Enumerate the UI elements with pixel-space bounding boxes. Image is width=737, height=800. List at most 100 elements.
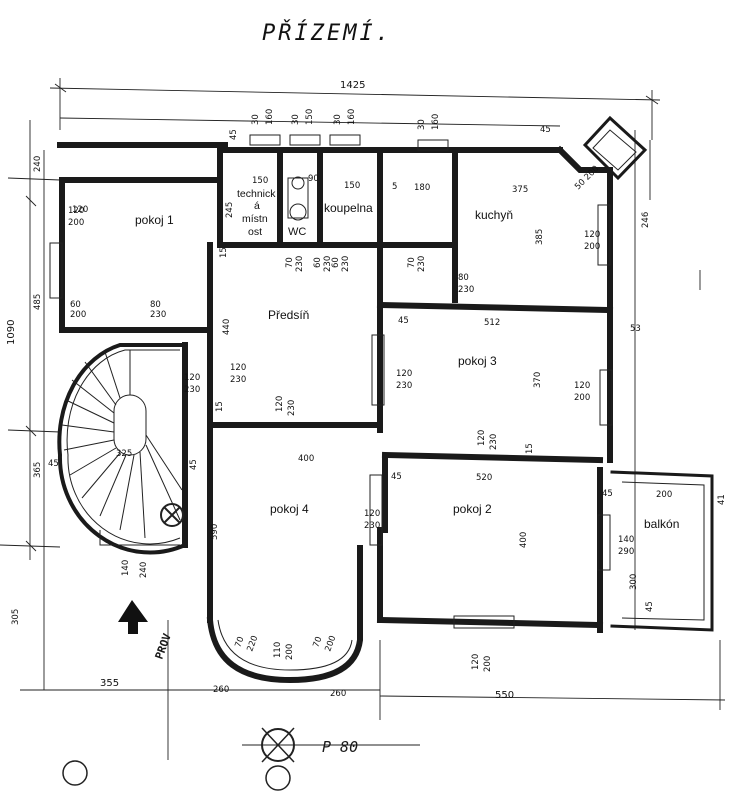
dim-left-top: 240 <box>33 156 43 172</box>
dim-total-width: 1425 <box>340 80 365 91</box>
dim-right-top: 45 <box>540 125 551 135</box>
label-openings-o4_b: 230 <box>230 375 246 385</box>
dim-bottom-left: 355 <box>100 678 119 689</box>
label-openings-o17_b: 290 <box>618 547 634 557</box>
window-marks <box>49 134 613 629</box>
label-openings-o20_b: 220 <box>245 634 260 653</box>
room-predsin: Předsíň <box>268 308 309 322</box>
hydrant-symbol-icon <box>160 503 184 527</box>
label-openings-o8_a: 70 <box>407 257 417 268</box>
room-technicka-line1: technick <box>237 188 276 200</box>
room-pokoj4: pokoj 4 <box>270 502 309 516</box>
dim-total-height: 1090 <box>6 320 17 345</box>
label-openings-o7_a: 60 <box>331 257 341 268</box>
label-dimensions-d_45b: 45 <box>398 316 409 326</box>
dim-bay-right: 260 <box>330 689 346 699</box>
label-dimensions-d_41: 41 <box>717 494 727 505</box>
label-dimensions-d_15c: 15 <box>525 443 535 454</box>
label-openings-o16_b: 230 <box>184 385 200 395</box>
circle-marker-icon <box>62 760 88 786</box>
bay-window-wall <box>206 545 363 684</box>
room-balkon: balkón <box>644 517 679 531</box>
label-openings-o21_a: 110 <box>273 642 283 658</box>
label-dimensions-d_30a: 30 <box>251 114 261 125</box>
dim-right-upper: 246 <box>641 212 651 228</box>
label-openings-o10_a: 120 <box>584 230 600 240</box>
label-openings-o4_a: 120 <box>230 363 246 373</box>
label-openings-o22_b: 200 <box>323 634 338 653</box>
label-openings-o6_a: 60 <box>313 257 323 268</box>
dim-245: 245 <box>225 202 235 218</box>
label-dimensions-d_160c: 160 <box>431 114 441 130</box>
label-openings-o23_b: 240 <box>139 562 149 578</box>
label-dimensions-d_160a: 160 <box>265 109 275 125</box>
label-openings-o21_b: 200 <box>285 644 295 660</box>
label-openings-o11_b: 230 <box>396 381 412 391</box>
label-dimensions-d_45f: 45 <box>602 489 613 499</box>
label-openings-o22_a: 70 <box>311 635 324 649</box>
dim-bottom-right: 550 <box>495 690 514 701</box>
label-openings-o2_b: 200 <box>70 310 86 320</box>
label-openings-o14_a: 120 <box>477 430 487 446</box>
label-openings-o15_b: 230 <box>364 521 380 531</box>
dim-left-lower: 365 <box>33 462 43 478</box>
dim-325: 325 <box>116 449 132 459</box>
wc-fixture <box>287 176 309 221</box>
spiral-staircase <box>57 343 188 555</box>
dim-left-upper: 485 <box>33 294 43 310</box>
label-openings-o15_a: 120 <box>364 509 380 519</box>
label-openings-o5_b: 230 <box>295 256 305 272</box>
label-dimensions-d_30c: 30 <box>333 114 343 125</box>
dim-370: 370 <box>533 372 543 388</box>
room-technicka-line4: ost <box>248 226 262 238</box>
label-openings-o12_b: 230 <box>287 400 297 416</box>
dim-right-mid: 53 <box>630 324 641 334</box>
dim-left-bottom: 305 <box>11 609 21 625</box>
label-openings-o1_a: 120 <box>68 206 84 216</box>
label-dimensions-d_15a: 15 <box>219 247 229 258</box>
label-openings-o2_a: 60 <box>70 300 81 310</box>
label-openings-o6_b: 230 <box>323 256 333 272</box>
label-openings-o16_a: 120 <box>184 373 200 383</box>
label-openings-o14_b: 230 <box>489 434 499 450</box>
label-openings-o12_a: 120 <box>275 396 285 412</box>
interior-walls <box>207 147 614 623</box>
drawing-code: P 80 <box>322 738 358 756</box>
dimension-labels: 1425 1090 485 365 305 240 355 550 260 26… <box>6 80 727 701</box>
dim-150a: 150 <box>252 176 268 186</box>
label-openings-o9_a: 80 <box>458 273 469 283</box>
label-openings-o25_a: 45 <box>645 601 655 612</box>
label-openings-o11_a: 120 <box>396 369 412 379</box>
label-openings-o24_a: 120 <box>72 205 88 215</box>
label-dimensions-d_90: 90 <box>308 174 319 184</box>
label-dimensions-d_15b: 15 <box>215 401 225 412</box>
dim-bay-left: 260 <box>213 685 229 695</box>
label-dimensions-d_30b: 30 <box>291 114 301 125</box>
label-openings-o13_a: 120 <box>574 381 590 391</box>
room-wc: WC <box>288 226 306 238</box>
bay-window-inner <box>217 619 353 671</box>
label-openings-o7_b: 230 <box>341 256 351 272</box>
entrance-arrow-icon <box>118 600 148 634</box>
label-openings-o19_b: 200 <box>483 656 493 672</box>
dim-512: 512 <box>484 318 500 328</box>
room-pokoj3: pokoj 3 <box>458 354 497 368</box>
dim-150b: 150 <box>344 181 360 191</box>
label-openings-o10_b: 200 <box>584 242 600 252</box>
room-pokoj2: pokoj 2 <box>453 502 492 516</box>
label-dimensions-d_150c: 150 <box>305 109 315 125</box>
label-dimensions-d_30d: 30 <box>417 119 427 130</box>
label-openings-o3_a: 80 <box>150 300 161 310</box>
room-labels: pokoj 1 technick á místn ost WC koupelna… <box>135 188 679 531</box>
dim-440: 440 <box>222 319 232 335</box>
room-technicka-line3: místn <box>242 213 268 225</box>
cross-circle-symbol-icon <box>242 727 420 791</box>
balcony-outline <box>610 470 714 632</box>
dim-375: 375 <box>512 185 528 195</box>
room-pokoj1: pokoj 1 <box>135 213 174 227</box>
dimension-lines <box>0 78 726 760</box>
label-dimensions-d_45e: 45 <box>189 459 199 470</box>
orientation-label: PROV <box>153 631 174 661</box>
